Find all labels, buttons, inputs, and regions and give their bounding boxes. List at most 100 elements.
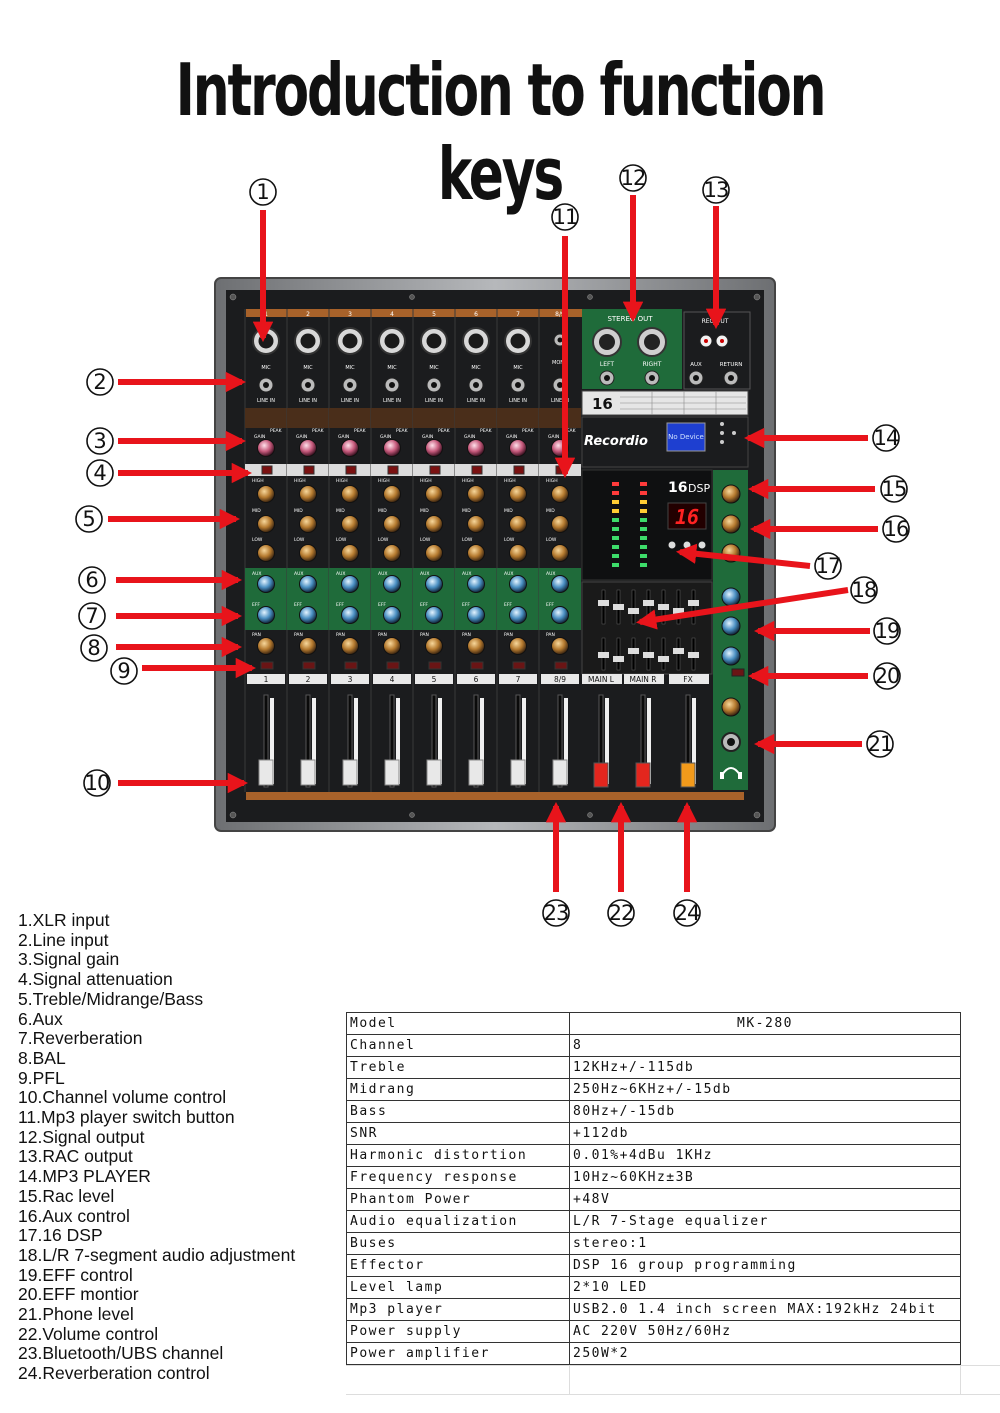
eq-fader-cap[interactable] [673,648,684,654]
eq-fader-cap[interactable] [658,656,669,662]
eq-knob[interactable] [383,485,401,503]
aux-knob[interactable] [299,575,317,593]
eq-knob[interactable] [383,544,401,562]
master-knob[interactable] [721,484,741,504]
eq-fader-cap[interactable] [613,604,624,610]
eq-knob[interactable] [341,515,359,533]
eq-knob[interactable] [551,544,569,562]
eq-fader-cap[interactable] [643,600,654,606]
eff-knob[interactable] [425,606,443,624]
pfl-button[interactable] [344,661,358,670]
pad-button[interactable] [471,465,483,475]
aux-knob[interactable] [383,575,401,593]
master-knob[interactable] [721,514,741,534]
eq-fader-cap[interactable] [598,652,609,658]
eff-knob[interactable] [509,606,527,624]
eq-fader-cap[interactable] [658,604,669,610]
pan-knob[interactable] [509,637,527,655]
eq-knob[interactable] [425,515,443,533]
eq-knob[interactable] [509,544,527,562]
eff-knob[interactable] [341,606,359,624]
master-fader[interactable] [593,762,609,788]
pfl-button[interactable] [554,661,568,670]
pan-knob[interactable] [425,637,443,655]
eq-knob[interactable] [425,544,443,562]
pan-knob[interactable] [257,637,275,655]
gain-knob[interactable] [383,439,401,457]
eq-knob[interactable] [257,485,275,503]
eq-knob[interactable] [425,485,443,503]
aux-knob[interactable] [341,575,359,593]
gain-knob[interactable] [257,439,275,457]
master-knob[interactable] [721,646,741,666]
channel-fader[interactable] [510,759,526,786]
eq-knob[interactable] [341,544,359,562]
eq-fader-cap[interactable] [673,608,684,614]
eq-knob[interactable] [509,485,527,503]
gain-knob[interactable] [299,439,317,457]
eq-fader-cap[interactable] [643,652,654,658]
eff-knob[interactable] [257,606,275,624]
master-knob[interactable] [721,697,741,717]
pad-button[interactable] [303,465,315,475]
pan-knob[interactable] [467,637,485,655]
pfl-button[interactable] [386,661,400,670]
channel-fader[interactable] [342,759,358,786]
eq-knob[interactable] [467,485,485,503]
pad-button[interactable] [429,465,441,475]
pad-button[interactable] [345,465,357,475]
aux-knob[interactable] [509,575,527,593]
eq-knob[interactable] [551,515,569,533]
channel-fader[interactable] [468,759,484,786]
gain-knob[interactable] [467,439,485,457]
eff-knob[interactable] [383,606,401,624]
pfl-button[interactable] [512,661,526,670]
aux-knob[interactable] [425,575,443,593]
channel-fader[interactable] [552,759,568,786]
eq-knob[interactable] [257,515,275,533]
pfl-button[interactable] [260,661,274,670]
aux-knob[interactable] [467,575,485,593]
eq-fader-cap[interactable] [688,652,699,658]
aux-knob[interactable] [551,575,569,593]
eq-fader-cap[interactable] [688,600,699,606]
eq-knob[interactable] [509,515,527,533]
eq-fader-cap[interactable] [628,648,639,654]
eq-knob[interactable] [299,485,317,503]
pfl-button[interactable] [302,661,316,670]
master-knob[interactable] [721,587,741,607]
eq-knob[interactable] [299,515,317,533]
eq-knob[interactable] [341,485,359,503]
channel-fader[interactable] [426,759,442,786]
eff-knob[interactable] [299,606,317,624]
aux-knob[interactable] [257,575,275,593]
pan-knob[interactable] [551,637,569,655]
channel-fader[interactable] [258,759,274,786]
pfl-button[interactable] [428,661,442,670]
eq-fader-cap[interactable] [613,656,624,662]
pan-knob[interactable] [383,637,401,655]
gain-knob[interactable] [509,439,527,457]
eq-knob[interactable] [257,544,275,562]
master-fader[interactable] [635,762,651,788]
eq-knob[interactable] [467,544,485,562]
pfl-button[interactable] [470,661,484,670]
eq-knob[interactable] [299,544,317,562]
master-knob[interactable] [721,616,741,636]
pan-knob[interactable] [299,637,317,655]
eff-knob[interactable] [467,606,485,624]
pad-button[interactable] [261,465,273,475]
eff-knob[interactable] [551,606,569,624]
eq-fader-cap[interactable] [628,608,639,614]
channel-fader[interactable] [384,759,400,786]
gain-knob[interactable] [425,439,443,457]
pad-button[interactable] [513,465,525,475]
eq-knob[interactable] [383,515,401,533]
pad-button[interactable] [387,465,399,475]
pan-knob[interactable] [341,637,359,655]
eq-fader-cap[interactable] [598,600,609,606]
eq-knob[interactable] [551,485,569,503]
channel-fader[interactable] [300,759,316,786]
gain-knob[interactable] [341,439,359,457]
eq-knob[interactable] [467,515,485,533]
